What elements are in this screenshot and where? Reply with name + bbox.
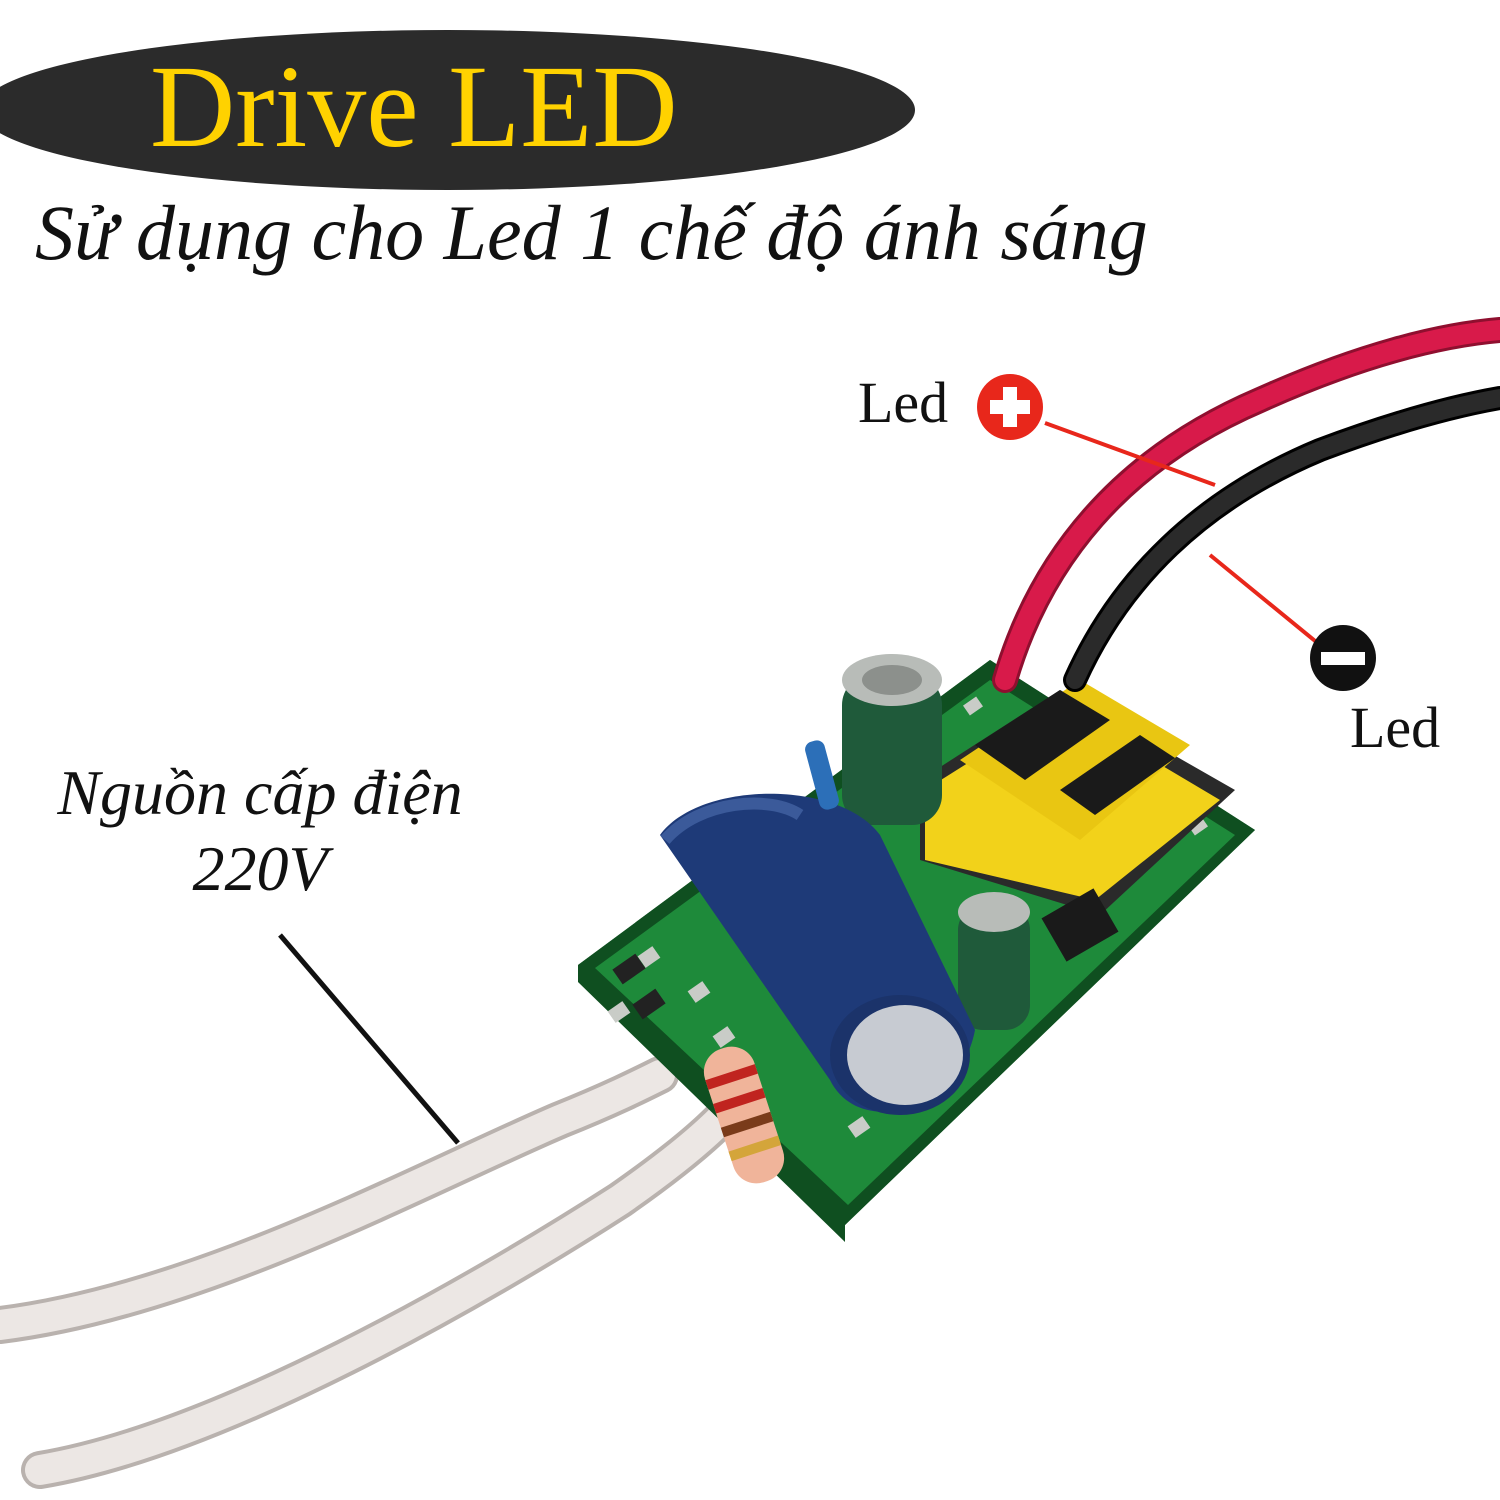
power-pointer-line — [278, 933, 460, 1145]
led-negative-label: Led — [1350, 695, 1441, 760]
subtitle: Sử dụng cho Led 1 chế độ ánh sáng — [35, 189, 1148, 276]
power-label-line1: Nguồn cấp điện — [57, 757, 463, 828]
title-banner — [0, 30, 915, 190]
resistor — [703, 1046, 785, 1184]
input-wires — [0, 1056, 739, 1489]
power-supply-label: Nguồn cấp điện 220V — [0, 755, 520, 907]
large-capacitor — [660, 793, 975, 1115]
small-diode — [805, 740, 839, 810]
small-capacitor — [842, 654, 942, 825]
plus-icon — [977, 374, 1043, 440]
led-positive-label: Led — [858, 370, 949, 435]
transformer — [920, 680, 1235, 962]
negative-pointer-line — [1208, 553, 1322, 647]
positive-pointer-line — [1044, 421, 1216, 487]
minus-icon — [1310, 625, 1376, 691]
small-capacitor-2 — [958, 892, 1030, 1030]
output-wires — [992, 317, 1500, 693]
power-label-line2: 220V — [192, 833, 328, 904]
page-title: Drive LED — [150, 41, 678, 172]
